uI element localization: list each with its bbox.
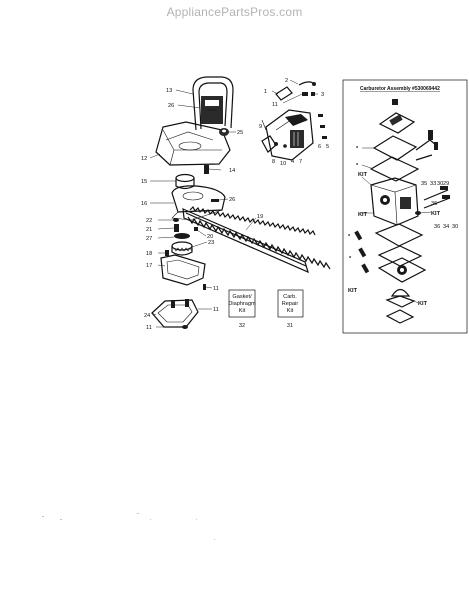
- svg-text:Carb.: Carb.: [283, 294, 297, 300]
- housing-screw-28: [211, 199, 219, 202]
- callout-4: 4: [291, 159, 294, 165]
- svg-text:30: 30: [452, 224, 458, 230]
- callout-27: 27: [146, 236, 152, 242]
- svg-text:35: 35: [421, 181, 427, 187]
- spark-plug-boot: [275, 81, 316, 101]
- callout-20: 20: [207, 234, 213, 240]
- gear-stack: [171, 218, 198, 256]
- grommet: [219, 128, 229, 136]
- svg-text:Diaphragm: Diaphragm: [228, 301, 256, 307]
- svg-text:36: 36: [431, 201, 437, 207]
- callout-11d: 11: [272, 102, 278, 108]
- gear-cover: [160, 254, 206, 286]
- screw-14: [204, 165, 209, 174]
- svg-text:KIT: KIT: [431, 211, 441, 217]
- callout-15: 15: [141, 179, 147, 185]
- callout-5: 5: [326, 144, 329, 150]
- callout-26b: 26: [229, 197, 235, 203]
- watermark: AppliancePartsPros.com: [166, 5, 303, 19]
- cover-screws-right: [318, 114, 327, 139]
- callout-22: 22: [146, 218, 152, 224]
- svg-text:KIT: KIT: [358, 212, 368, 218]
- svg-text:33: 33: [430, 181, 436, 187]
- spark-plug: [302, 92, 315, 96]
- cover-screw: [203, 284, 206, 290]
- handle-base: [155, 121, 231, 166]
- callout-7: 7: [299, 159, 302, 165]
- callout-3: 3: [321, 92, 324, 98]
- svg-text:Kit: Kit: [287, 308, 294, 314]
- callout-18: 18: [146, 251, 152, 257]
- carb-title: Carburetor Assembly #530069442: [360, 86, 440, 92]
- svg-text:KIT: KIT: [418, 301, 428, 307]
- callout-11b: 11: [213, 307, 219, 313]
- svg-text:29: 29: [443, 181, 449, 187]
- trimmer-blade: [182, 205, 331, 274]
- gear-housing: [171, 185, 226, 221]
- svg-text:Gasket/: Gasket/: [232, 294, 252, 300]
- callout-10: 10: [280, 161, 286, 167]
- callout-24: 24: [144, 313, 150, 319]
- svg-text:KIT: KIT: [348, 288, 358, 294]
- callout-11a: 11: [213, 286, 219, 292]
- gasket-kit-box: Gasket/ Diaphragm Kit 32: [228, 289, 256, 329]
- callout-2: 2: [285, 78, 288, 84]
- callout-9: 9: [259, 124, 262, 130]
- svg-text:30: 30: [437, 181, 443, 187]
- callout-6: 6: [318, 144, 321, 150]
- handle-loop: [192, 76, 234, 131]
- callout-23: 23: [208, 240, 214, 246]
- svg-text:*: *: [349, 256, 352, 262]
- callout-26: 26: [168, 103, 174, 109]
- callout-25: 25: [237, 130, 243, 136]
- callout-17: 17: [146, 263, 152, 269]
- svg-text:34: 34: [443, 224, 449, 230]
- throttle-trigger: [261, 119, 287, 153]
- svg-text:*: *: [356, 163, 359, 169]
- svg-text:31: 31: [287, 323, 293, 329]
- callout-12: 12: [141, 156, 147, 162]
- svg-text:32: 32: [239, 323, 245, 329]
- callout-21: 21: [146, 227, 152, 233]
- callout-labels: 13 26 25 12 14 15 16 26 19 22 21 27 20 2…: [141, 78, 329, 331]
- callout-8: 8: [272, 159, 275, 165]
- engine-cover: [265, 109, 314, 161]
- blade-guard: [151, 299, 199, 329]
- svg-text:Repair: Repair: [282, 301, 299, 307]
- callout-13: 13: [166, 88, 172, 94]
- callout-11c: 11: [146, 325, 152, 331]
- callout-1: 1: [264, 89, 267, 95]
- callout-16: 16: [141, 201, 147, 207]
- carb-kit-box: Carb. Repair Kit 31: [277, 289, 304, 329]
- carb-panel: Carburetor Assembly #530069442: [342, 79, 468, 334]
- svg-text:36: 36: [434, 224, 440, 230]
- svg-text:*: *: [356, 146, 359, 152]
- callout-14: 14: [229, 168, 235, 174]
- svg-text:KIT: KIT: [358, 172, 368, 178]
- scan-marks: [42, 513, 215, 540]
- svg-text:Kit: Kit: [239, 308, 246, 314]
- callout-19: 19: [257, 214, 263, 220]
- svg-text:*: *: [348, 234, 351, 240]
- leader-lines: [149, 79, 318, 328]
- pin-18: [165, 250, 169, 256]
